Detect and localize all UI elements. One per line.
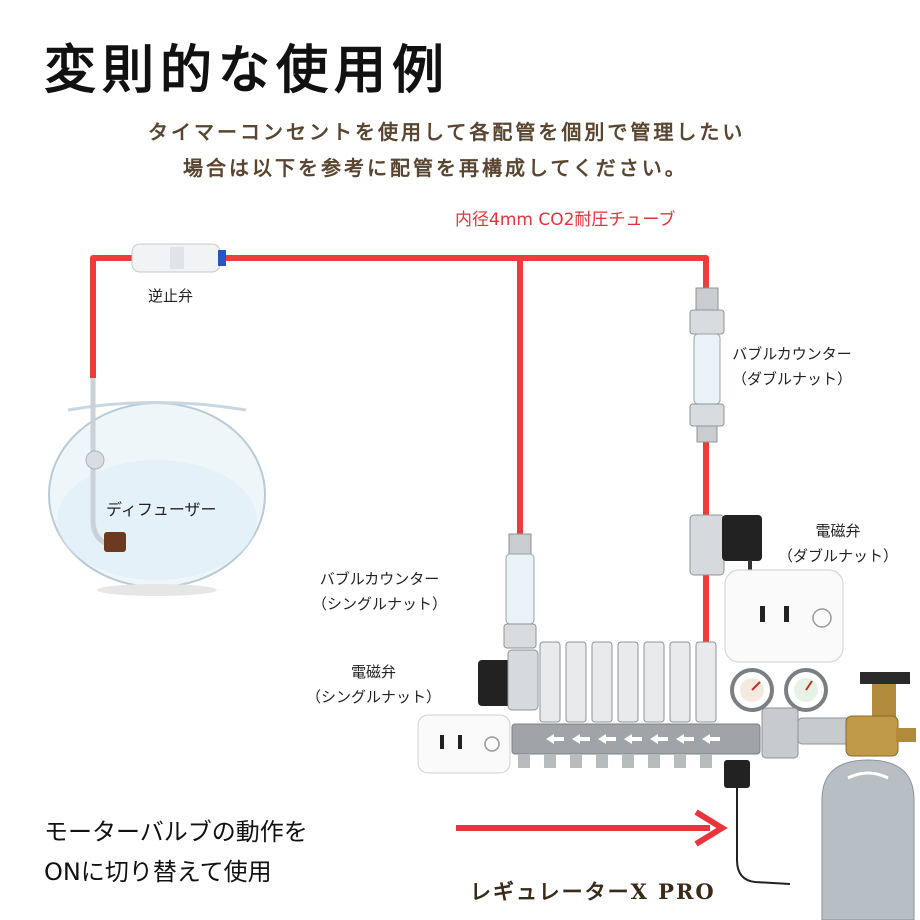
bubble-counter-single-label-line-2: （シングルナット） <box>312 595 448 613</box>
check-valve-icon <box>131 243 226 273</box>
smart-plug-left <box>417 714 511 774</box>
bubble-counter-single-label-line-1: バブルカウンター <box>319 570 440 588</box>
bottom-text-line-2: ONに切り替えて使用 <box>44 858 272 886</box>
solenoid-double-label: 電磁弁 （ダブルナット） <box>778 519 898 569</box>
solenoid-double-label-line-1: 電磁弁 <box>815 522 861 540</box>
diffuser <box>85 378 126 552</box>
power-cable <box>736 788 791 885</box>
subtitle-line-2: 場合は以下を参考に配管を再構成してください。 <box>183 156 688 180</box>
co2-tubing <box>90 255 709 645</box>
solenoid-double-label-line-2: （ダブルナット） <box>778 547 899 565</box>
bubble-counter-double-label-line-2: （ダブルナット） <box>732 370 853 388</box>
bubble-counter-double-icon <box>689 287 725 443</box>
check-valve-label: 逆止弁 <box>148 287 194 305</box>
smart-plug-right <box>724 569 844 663</box>
co2-cylinder <box>821 672 916 920</box>
solenoid-valve-double-icon <box>689 514 762 580</box>
manifold <box>511 641 761 768</box>
regulator-icon <box>724 668 851 788</box>
subtitle-line-1: タイマーコンセントを使用して各配管を個別で管理したい <box>148 120 746 144</box>
bubble-counter-double-label-line-1: バブルカウンター <box>732 345 852 363</box>
bottom-text-line-1: モーターバルブの動作を <box>44 818 308 846</box>
product-name: レギュレーターX PRO <box>470 879 716 904</box>
diffuser-label: ディフューザー <box>106 500 217 519</box>
bubble-counter-single-icon <box>503 533 537 649</box>
bubble-counter-single-label: バブルカウンター （シングルナット） <box>312 567 447 617</box>
arrow-right-icon <box>456 809 728 847</box>
solenoid-single-label-line-1: 電磁弁 <box>351 663 397 681</box>
solenoid-valve-single-icon <box>478 649 539 711</box>
page-title: 変則的な使用例 <box>44 40 451 101</box>
solenoid-single-label-line-2: （シングルナット） <box>306 688 442 706</box>
tube-label: 内径4mm CO2耐圧チューブ <box>455 210 676 230</box>
solenoid-single-label: 電磁弁 （シングルナット） <box>306 660 441 710</box>
bubble-counter-double-label: バブルカウンター （ダブルナット） <box>732 342 852 392</box>
